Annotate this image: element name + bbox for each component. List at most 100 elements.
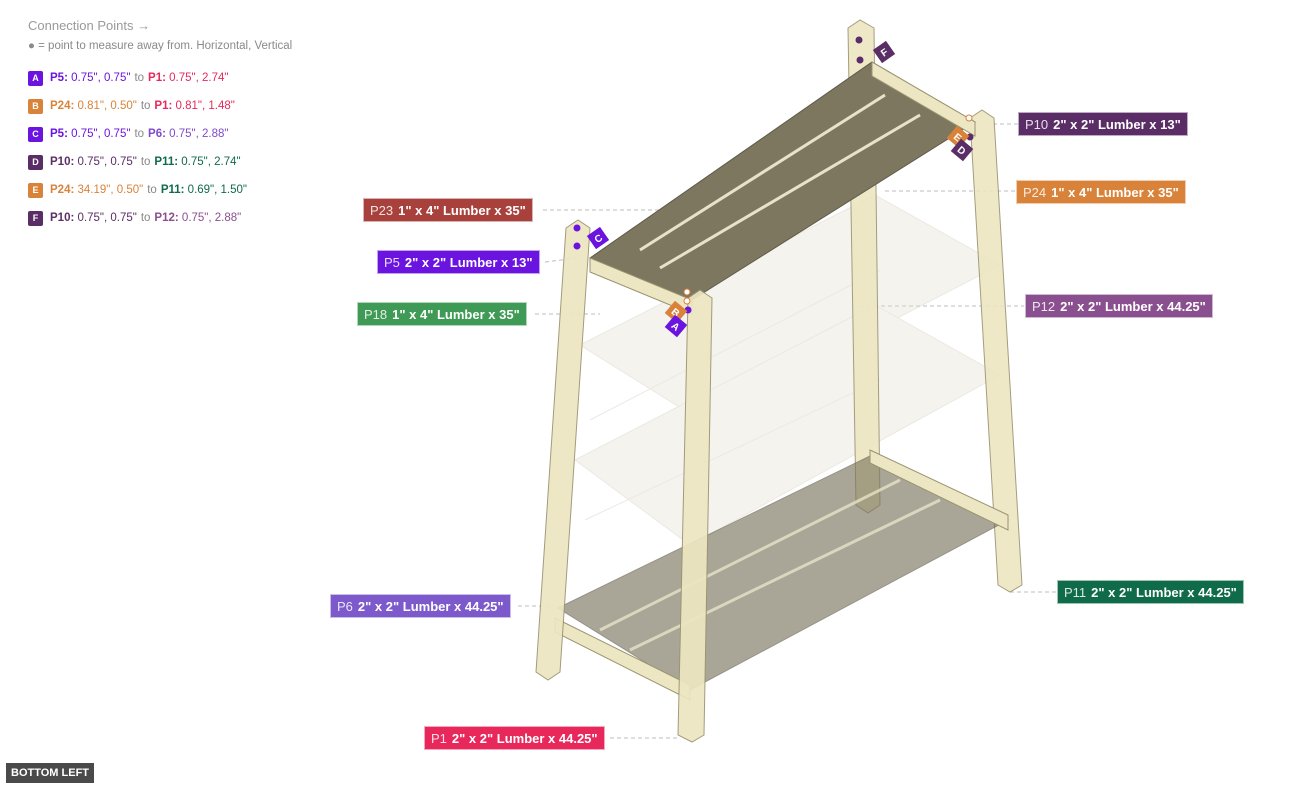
marker-c: C xyxy=(586,226,610,250)
part-id: P12 xyxy=(1032,299,1056,314)
legend-to-value: 0.81", 1.48" xyxy=(175,100,235,112)
part-id: P11 xyxy=(1064,585,1087,600)
legend-to-value: 0.75", 2.74" xyxy=(181,156,241,168)
legend-from-value: 0.81", 0.50" xyxy=(77,100,137,112)
part-desc: 2" x 2" Lumber x 44.25" xyxy=(1060,299,1206,314)
part-id: P5 xyxy=(384,255,400,270)
legend-to-word: to xyxy=(140,100,151,112)
part-label-p18[interactable]: P18 1" x 4" Lumber x 35" xyxy=(357,302,527,326)
legend-separator: : xyxy=(70,100,78,112)
dot-e xyxy=(965,114,973,122)
part-id: P6 xyxy=(337,599,353,614)
bottom-back-rail xyxy=(869,449,1009,531)
part-desc: 2" x 2" Lumber x 44.25" xyxy=(357,599,504,614)
legend-separator: : xyxy=(174,156,182,168)
marker-f-text: F xyxy=(879,47,890,60)
front-left-leg xyxy=(535,219,591,681)
legend-separator: : xyxy=(162,128,170,140)
legend-from-part: P5 xyxy=(50,128,65,140)
connection-markers: F E D C B A xyxy=(586,40,974,338)
part-desc: 2" x 2" Lumber x 13" xyxy=(1053,117,1181,132)
legend-from-part: P5 xyxy=(50,72,65,84)
part-desc: 1" x 4" Lumber x 35" xyxy=(392,307,520,322)
top-slat-gap-1 xyxy=(639,93,886,252)
dot-f-2 xyxy=(856,56,864,64)
legend-to-part: P1 xyxy=(154,100,169,112)
front-right-leg xyxy=(677,289,713,743)
ghost-rail-2 xyxy=(584,379,881,521)
legend-badge: C xyxy=(28,126,43,142)
legend-badge: E xyxy=(28,182,43,198)
part-id: P24 xyxy=(1023,185,1047,200)
legend-separator: : xyxy=(70,184,78,196)
bottom-left-view-button[interactable]: BOTTOM LEFT xyxy=(6,763,95,783)
part-label-p6[interactable]: P6 2" x 2" Lumber x 44.25" xyxy=(330,594,511,618)
part-desc: 1" x 4" Lumber x 35" xyxy=(398,203,526,218)
legend-to-word: to xyxy=(134,72,145,84)
front-legs xyxy=(535,219,713,743)
marker-d: D xyxy=(950,138,974,162)
legend-from-part: P10 xyxy=(50,156,71,168)
dot-f-1 xyxy=(855,36,863,44)
legend-to-value: 0.75", 2.74" xyxy=(169,72,229,84)
top-slat-gap-2 xyxy=(659,113,921,270)
legend-from-part: P10 xyxy=(50,212,71,224)
legend-to-part: P1 xyxy=(148,72,163,84)
dot-b-2 xyxy=(683,297,691,305)
legend-to-word: to xyxy=(140,212,151,224)
legend-from-part: P24 xyxy=(50,184,71,196)
legend-badge: A xyxy=(28,70,43,86)
ghost-shelves xyxy=(574,194,1002,546)
part-label-p24[interactable]: P24 1" x 4" Lumber x 35" xyxy=(1016,180,1186,204)
part-desc: 2" x 2" Lumber x 44.25" xyxy=(1091,585,1237,600)
legend-to-word: to xyxy=(140,156,151,168)
legend-from-value: 0.75", 0.75" xyxy=(71,128,131,140)
part-desc: 1" x 4" Lumber x 35" xyxy=(1051,185,1179,200)
legend-to-word: to xyxy=(134,128,145,140)
part-id: P1 xyxy=(431,731,447,746)
legend-badge: F xyxy=(28,210,43,226)
legend-from-part: P24 xyxy=(50,100,71,112)
dot-b-1 xyxy=(683,288,691,296)
legend-to-word: to xyxy=(147,184,157,196)
legend-separator: : xyxy=(174,212,182,224)
marker-a: A xyxy=(664,314,688,338)
legend-badge: B xyxy=(28,98,43,114)
legend-badge: D xyxy=(28,154,43,170)
connection-points-legend: Connection Points → ● = point to measure… xyxy=(28,16,292,232)
part-label-p11[interactable]: P11 2" x 2" Lumber x 44.25" xyxy=(1057,580,1244,604)
legend-title[interactable]: Connection Points → xyxy=(28,18,151,33)
ghost-rail-1 xyxy=(589,269,881,421)
bottom-shelf xyxy=(554,449,1010,701)
legend-to-part: P11 xyxy=(154,156,175,168)
legend-from-value: 0.75", 0.75" xyxy=(77,156,137,168)
part-id: P18 xyxy=(364,307,388,322)
bottom-slat-gap-1 xyxy=(599,478,901,632)
dot-c-1 xyxy=(573,224,581,232)
part-label-p10[interactable]: P10 2" x 2" Lumber x 13" xyxy=(1018,112,1188,136)
legend-note: ● = point to measure away from. Horizont… xyxy=(28,40,293,52)
legend-to-value: 0.69", 1.50" xyxy=(187,184,247,196)
marker-f: F xyxy=(872,40,896,64)
legend-separator: : xyxy=(64,128,72,140)
top-shelf xyxy=(588,61,976,315)
legend-from-value: 34.19", 0.50" xyxy=(77,184,144,196)
legend-to-part: P6 xyxy=(148,128,163,140)
legend-from-value: 0.75", 0.75" xyxy=(77,212,137,224)
part-label-p12[interactable]: P12 2" x 2" Lumber x 44.25" xyxy=(1025,294,1213,318)
marker-b: B xyxy=(664,300,688,324)
part-id: P10 xyxy=(1025,117,1049,132)
legend-separator: : xyxy=(64,72,72,84)
legend-from-value: 0.75", 0.75" xyxy=(71,72,131,84)
legend-separator: : xyxy=(70,212,78,224)
